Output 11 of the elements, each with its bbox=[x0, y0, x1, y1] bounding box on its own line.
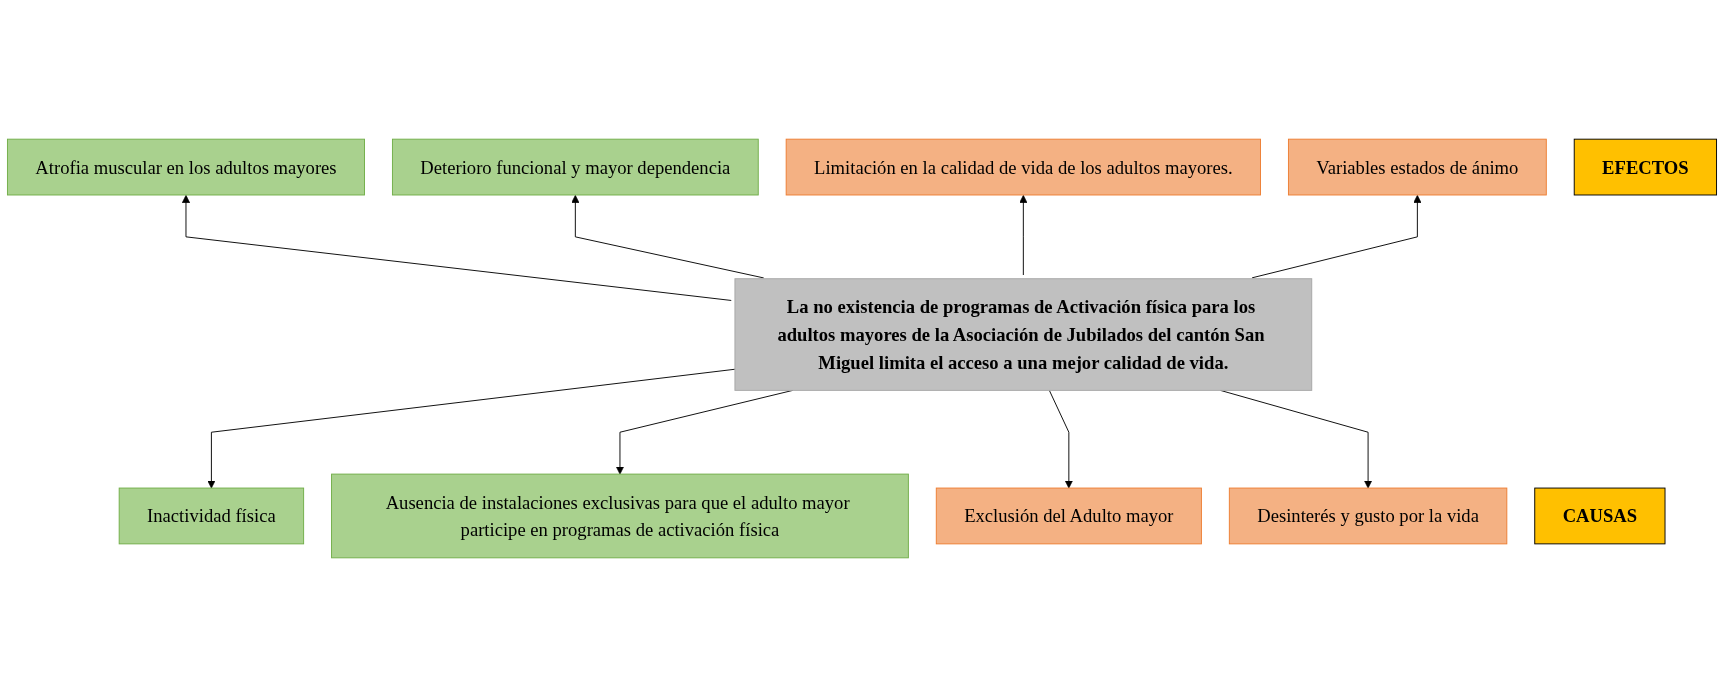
node-box bbox=[1287, 138, 1547, 196]
node-box bbox=[1573, 138, 1718, 196]
node-box bbox=[331, 473, 909, 559]
node-box bbox=[6, 138, 365, 196]
node-box bbox=[935, 487, 1202, 545]
node-box bbox=[118, 487, 305, 545]
node-box bbox=[1534, 487, 1666, 545]
node-box bbox=[1228, 487, 1508, 545]
node-box bbox=[785, 138, 1261, 196]
node-box bbox=[734, 278, 1313, 391]
node-box bbox=[391, 138, 759, 196]
